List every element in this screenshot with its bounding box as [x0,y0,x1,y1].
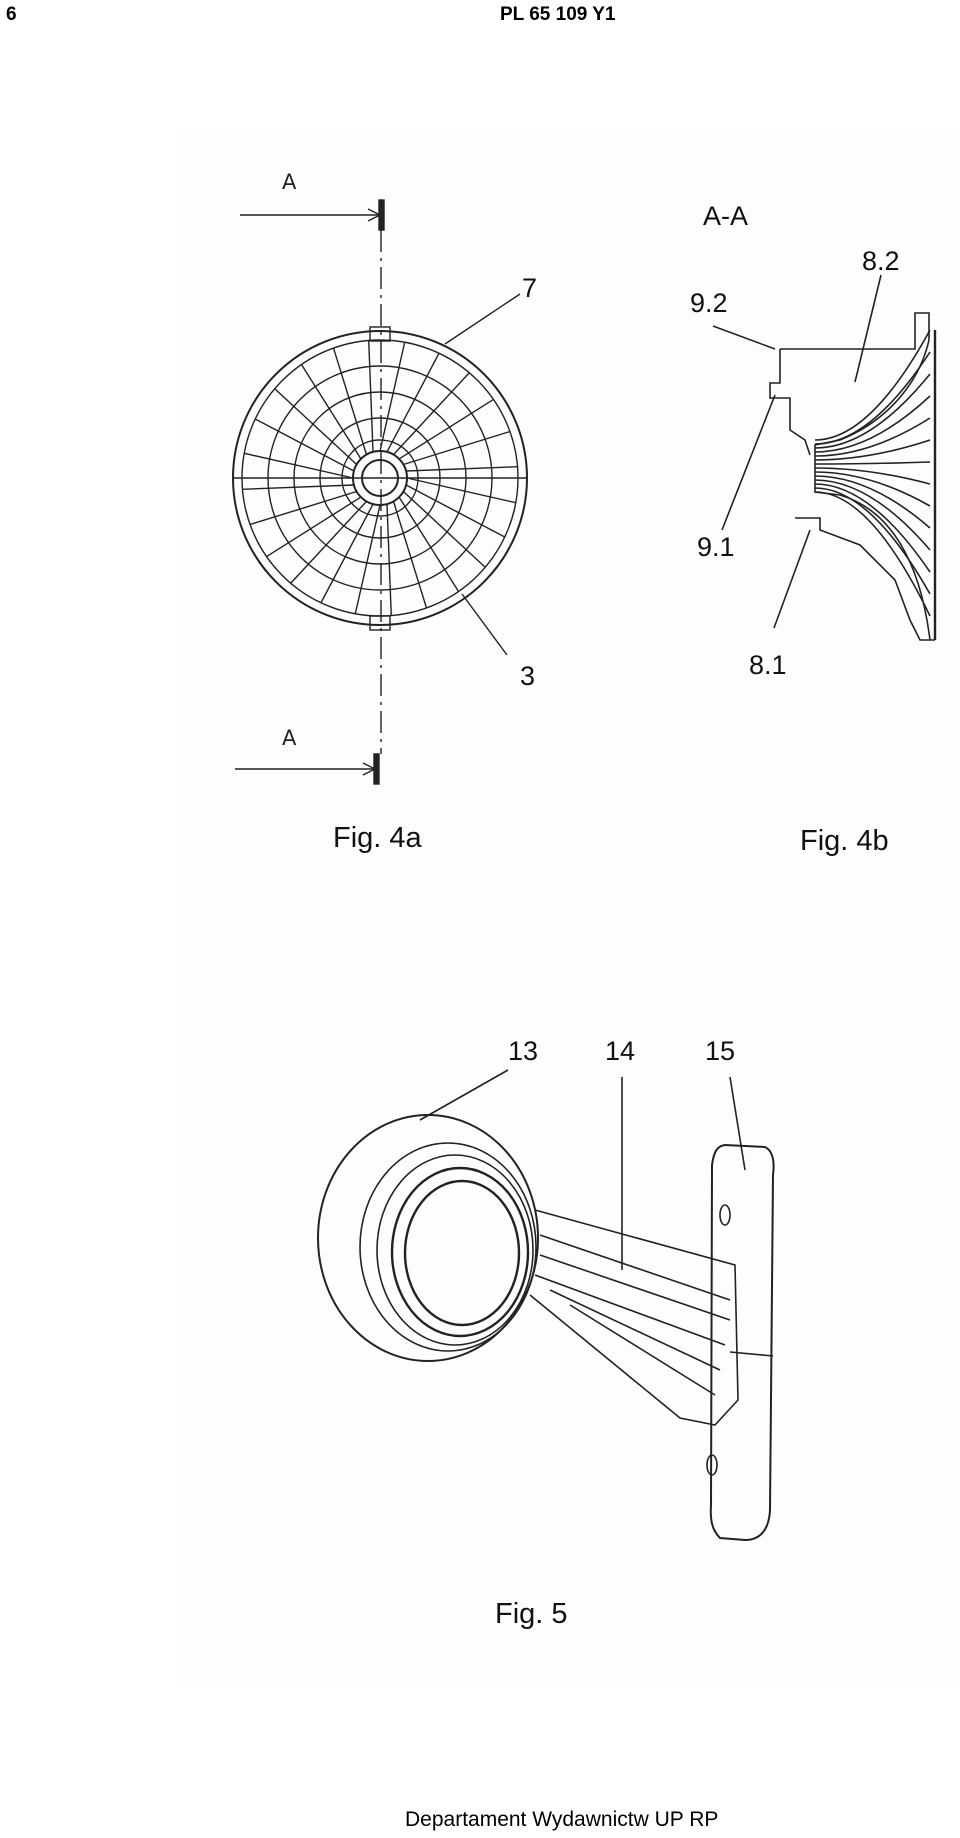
mounting-plate [709,1143,775,1542]
reference-3: 3 [520,661,536,691]
caption-fig-5: Fig. 5 [495,1598,568,1630]
reference-15: 15 [705,1036,736,1066]
section-mark-bottom: A [282,726,297,750]
publisher-footer: Departament Wydawnictw UP RP [405,1808,719,1831]
reference-8-2: 8.2 [862,246,900,276]
leader-8-2 [854,274,882,383]
lamp-arm [529,1209,739,1426]
fig4b-drawing [712,274,937,641]
leader-3 [461,593,508,656]
document-id: PL 65 109 Y1 [500,4,616,25]
reference-9-2: 9.2 [690,288,728,318]
leader-13 [419,1069,509,1121]
section-mark-top: A [282,170,297,194]
fig4a-drawing [232,199,528,785]
reference-7: 7 [522,273,538,303]
reference-13: 13 [508,1036,539,1066]
reference-14: 14 [605,1036,636,1066]
lamp-face-spokes [242,340,518,616]
fig5-drawing [317,1069,775,1542]
reference-9-1: 9.1 [697,532,735,562]
leader-15 [729,1076,746,1171]
caption-fig-4a: Fig. 4a [333,822,422,854]
caption-fig-4b: Fig. 4b [800,825,889,857]
lamp-head-outer [317,1114,539,1362]
section-title-a-a: A-A [703,201,749,231]
leader-8-1 [773,529,811,629]
leader-9-2 [712,325,776,350]
page-number: 6 [6,4,17,25]
reference-8-1: 8.1 [749,650,787,680]
section-ribs [814,329,931,617]
leader-9-1 [721,394,776,531]
leader-7 [444,293,521,345]
